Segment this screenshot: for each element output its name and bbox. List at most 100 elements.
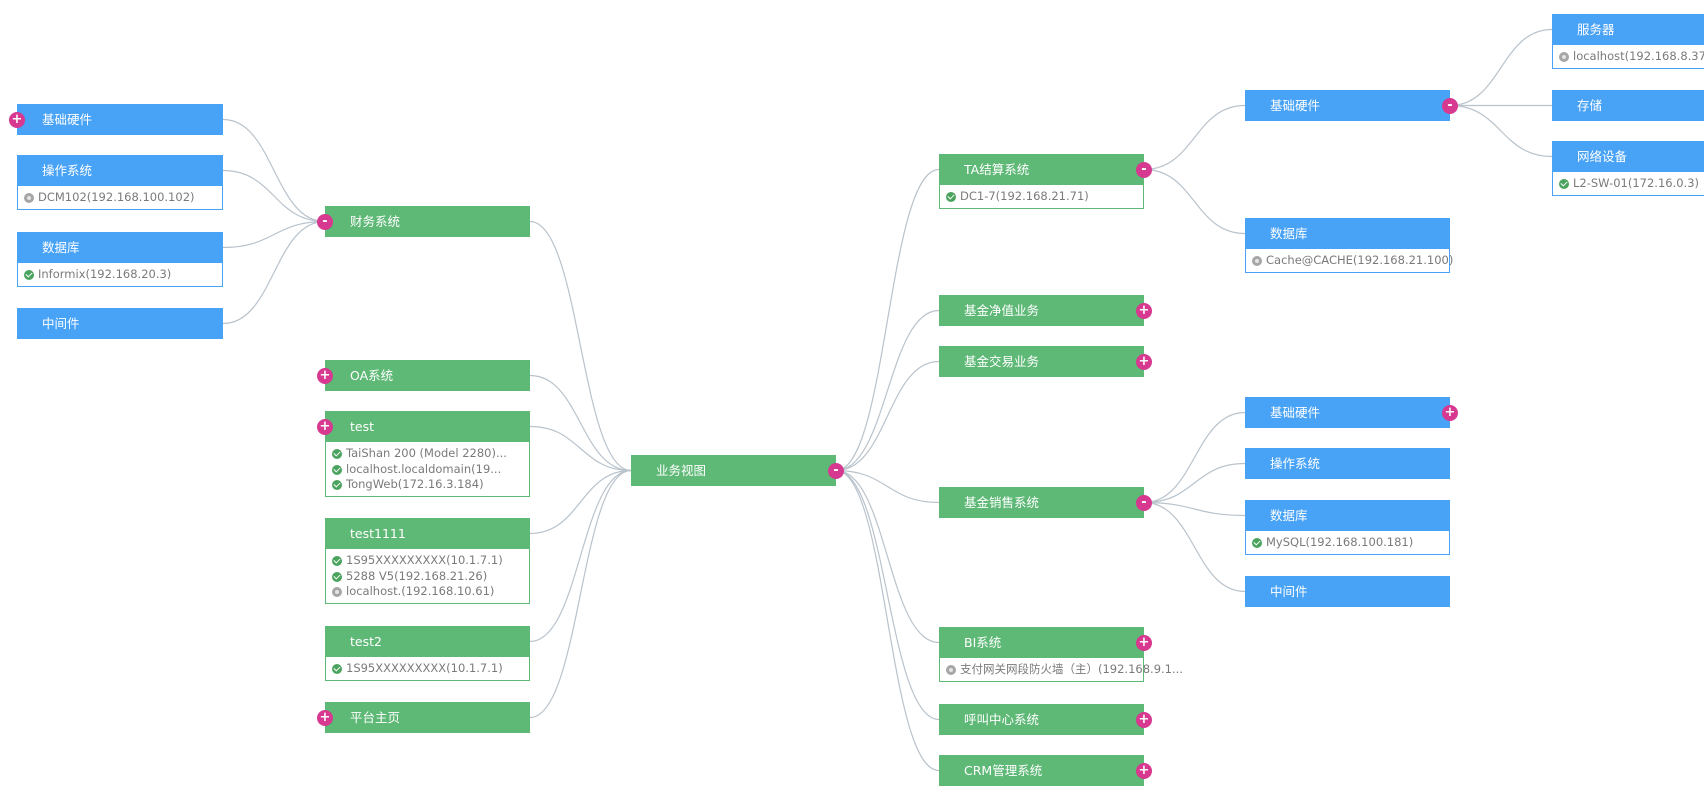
node-ta-hardware-label: 基础硬件 — [1245, 90, 1450, 121]
status-ok-icon — [332, 480, 342, 490]
device-list: Informix(192.168.20.3) — [18, 263, 222, 286]
node-ta-storage-label: 存储 — [1552, 90, 1704, 121]
node-call-center-label: 呼叫中心系统 — [939, 704, 1144, 735]
node-finance-middleware[interactable]: 中间件 — [17, 308, 223, 339]
collapse-toggle-node-ta-hardware[interactable]: - — [1442, 97, 1458, 114]
device-item[interactable]: DC1-7(192.168.21.71) — [944, 189, 1143, 205]
device-item[interactable]: Informix(192.168.20.3) — [22, 267, 222, 283]
node-fund-trade-label: 基金交易业务 — [939, 346, 1144, 377]
device-list: 支付网关网段防火墙（主）(192.168.9.1... — [940, 658, 1183, 681]
node-oa-system[interactable]: OA系统 — [325, 360, 530, 391]
edge-line — [835, 469, 940, 644]
device-item-text: 支付网关网段防火墙（主）(192.168.9.1... — [960, 662, 1183, 676]
device-item[interactable]: 5288 V5(192.168.21.26) — [330, 569, 529, 585]
node-ta-database-label: 数据库 — [1245, 218, 1450, 249]
node-sales-middleware-label: 中间件 — [1245, 576, 1450, 607]
device-list: TaiShan 200 (Model 2280)...localhost.loc… — [326, 442, 529, 496]
status-offline-icon — [24, 193, 34, 203]
node-bi-system-label: BI系统 — [939, 627, 1144, 658]
node-test2-label: test2 — [325, 626, 530, 657]
node-platform-home[interactable]: 平台主页 — [325, 702, 530, 733]
device-item[interactable]: localhost(192.168.8.37 — [1557, 49, 1704, 65]
device-item[interactable]: localhost.(192.168.10.61) — [330, 584, 529, 600]
expand-toggle-node-test[interactable]: + — [317, 418, 333, 435]
node-platform-home-label: 平台主页 — [325, 702, 530, 733]
expand-toggle-node-oa-system[interactable]: + — [317, 367, 333, 384]
node-test-label: test — [325, 411, 530, 442]
node-ta-hardware[interactable]: 基础硬件 — [1245, 90, 1450, 121]
expand-toggle-node-fund-nav[interactable]: + — [1136, 302, 1152, 319]
expand-toggle-node-sales-hardware[interactable]: + — [1442, 404, 1458, 421]
device-list: DCM102(192.168.100.102) — [18, 186, 222, 209]
expand-toggle-node-fund-trade[interactable]: + — [1136, 353, 1152, 370]
edge-line — [835, 469, 940, 772]
edge-line — [529, 374, 632, 472]
node-fund-sales[interactable]: 基金销售系统 — [939, 487, 1144, 518]
node-fund-nav[interactable]: 基金净值业务 — [939, 295, 1144, 326]
node-bi-system[interactable]: BI系统支付网关网段防火墙（主）(192.168.9.1... — [939, 627, 1183, 682]
device-item[interactable]: 1S95XXXXXXXXX(10.1.7.1) — [330, 553, 529, 569]
node-finance-system[interactable]: 财务系统 — [325, 206, 530, 237]
node-finance-hardware[interactable]: 基础硬件 — [17, 104, 223, 135]
device-item-text: Cache@CACHE(192.168.21.100) — [1266, 253, 1454, 267]
collapse-toggle-node-finance-system[interactable]: - — [317, 213, 333, 230]
device-item-text: DCM102(192.168.100.102) — [38, 190, 195, 204]
device-item[interactable]: 1S95XXXXXXXXX(10.1.7.1) — [330, 661, 529, 677]
collapse-toggle-node-fund-sales[interactable]: - — [1136, 494, 1152, 511]
device-item-text: TaiShan 200 (Model 2280)... — [346, 446, 507, 460]
device-item[interactable]: TongWeb(172.16.3.184) — [330, 477, 529, 493]
device-item[interactable]: DCM102(192.168.100.102) — [22, 190, 222, 206]
root-node-business-view[interactable]: 业务视图 — [631, 455, 836, 486]
node-fund-trade[interactable]: 基金交易业务 — [939, 346, 1144, 377]
device-list: MySQL(192.168.100.181) — [1246, 531, 1449, 554]
device-list: 1S95XXXXXXXXX(10.1.7.1)5288 V5(192.168.2… — [326, 549, 529, 603]
edge-line — [835, 360, 940, 472]
edge-line — [529, 425, 632, 472]
device-item-text: localhost(192.168.8.37 — [1573, 49, 1704, 63]
node-test2[interactable]: test2 1S95XXXXXXXXX(10.1.7.1) — [325, 626, 530, 681]
node-finance-database[interactable]: 数据库 Informix(192.168.20.3) — [17, 232, 223, 287]
node-sales-os[interactable]: 操作系统 — [1245, 448, 1450, 479]
device-list: DC1-7(192.168.21.71) — [940, 185, 1143, 208]
edge-line — [1143, 501, 1246, 593]
status-ok-icon — [332, 571, 342, 582]
node-sales-hardware-label: 基础硬件 — [1245, 397, 1450, 428]
edge-line — [1143, 462, 1246, 504]
device-item[interactable]: L2-SW-01(172.16.0.3) — [1557, 176, 1704, 192]
node-finance-database-label: 数据库 — [17, 232, 223, 263]
node-ta-network-device[interactable]: 网络设备 L2-SW-01(172.16.0.3) — [1552, 141, 1704, 196]
node-fund-nav-label: 基金净值业务 — [939, 295, 1144, 326]
expand-toggle-node-call-center[interactable]: + — [1136, 711, 1152, 728]
edge-line — [1143, 501, 1246, 517]
node-sales-hardware[interactable]: 基础硬件 — [1245, 397, 1450, 428]
device-item[interactable]: MySQL(192.168.100.181) — [1250, 535, 1449, 551]
device-item-text: localhost.localdomain(19... — [346, 461, 502, 476]
device-item[interactable]: TaiShan 200 (Model 2280)... — [330, 446, 529, 462]
collapse-toggle-node-ta-settlement[interactable]: - — [1136, 161, 1152, 178]
expand-toggle-node-crm-system[interactable]: + — [1136, 762, 1152, 779]
device-item[interactable]: localhost.localdomain(19... — [330, 462, 529, 478]
collapse-toggle-root-node-business-view[interactable]: - — [828, 462, 844, 479]
node-sales-middleware[interactable]: 中间件 — [1245, 576, 1450, 607]
node-call-center[interactable]: 呼叫中心系统 — [939, 704, 1144, 735]
edge-line — [529, 469, 632, 719]
device-item[interactable]: 支付网关网段防火墙（主）(192.168.9.1... — [944, 662, 1183, 678]
node-crm-system-label: CRM管理系统 — [939, 755, 1144, 786]
edge-line — [1449, 28, 1553, 107]
expand-toggle-node-bi-system[interactable]: + — [1136, 634, 1152, 651]
expand-toggle-node-platform-home[interactable]: + — [317, 709, 333, 726]
status-offline-icon — [332, 587, 342, 597]
device-item[interactable]: Cache@CACHE(192.168.21.100) — [1250, 253, 1453, 269]
node-crm-system[interactable]: CRM管理系统 — [939, 755, 1144, 786]
node-ta-storage[interactable]: 存储 — [1552, 90, 1704, 121]
expand-toggle-node-finance-hardware[interactable]: + — [9, 111, 25, 128]
node-ta-database[interactable]: 数据库 Cache@CACHE(192.168.21.100) — [1245, 218, 1453, 273]
node-ta-network-device-label: 网络设备 — [1552, 141, 1704, 172]
